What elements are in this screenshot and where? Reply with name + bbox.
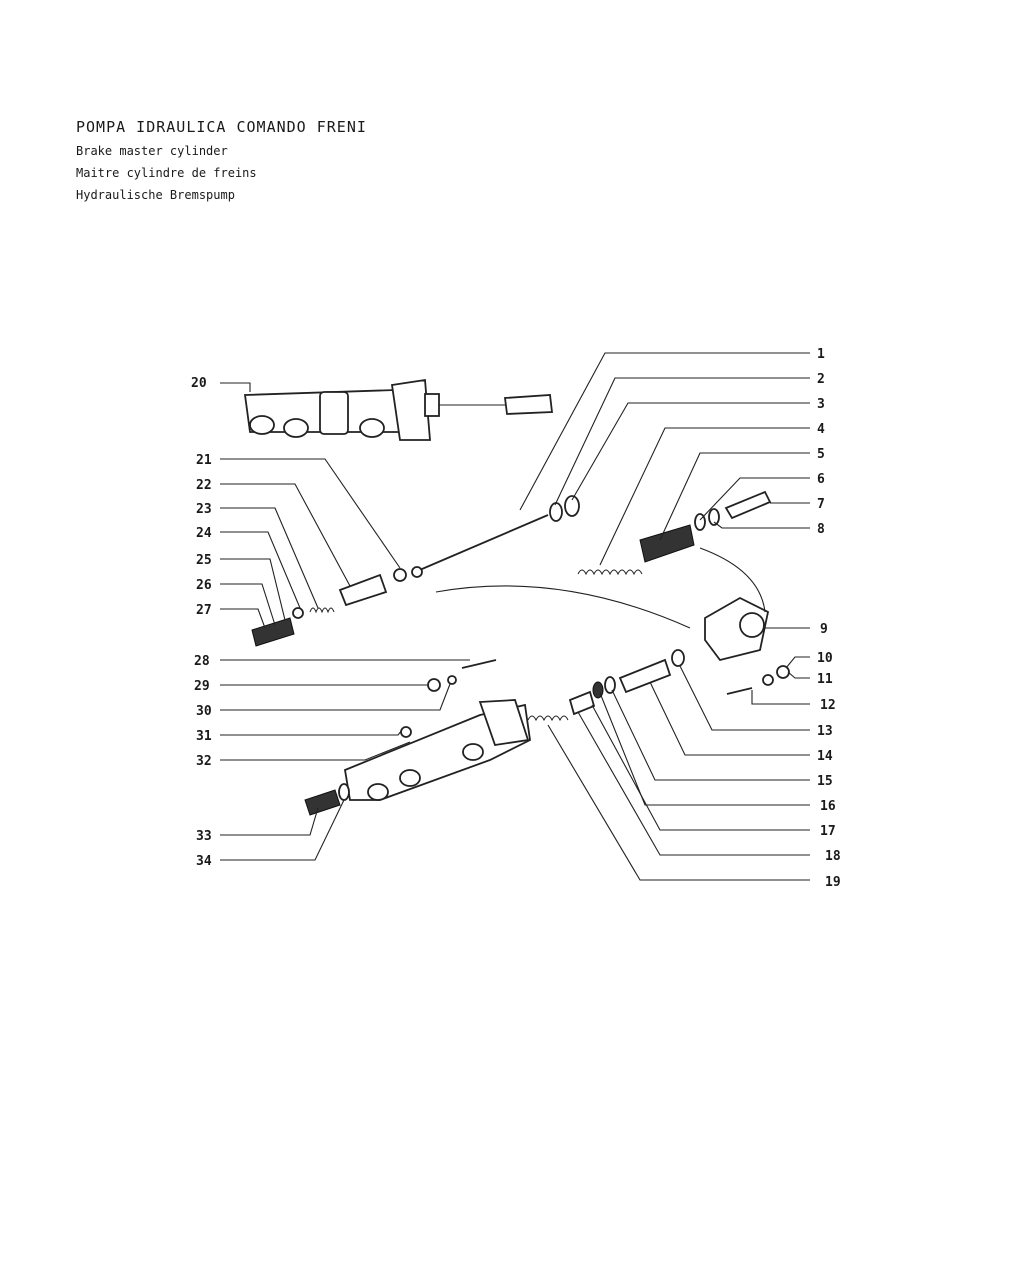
- label-34: 34: [196, 854, 212, 869]
- label-29: 29: [194, 679, 210, 694]
- label-4: 4: [817, 422, 825, 437]
- label-24: 24: [196, 526, 212, 541]
- label-19: 19: [825, 875, 841, 890]
- label-8: 8: [817, 522, 825, 537]
- label-5: 5: [817, 447, 825, 462]
- label-22: 22: [196, 478, 212, 493]
- label-25: 25: [196, 553, 212, 568]
- label-23: 23: [196, 502, 212, 517]
- label-31: 31: [196, 729, 212, 744]
- label-1: 1: [817, 347, 825, 362]
- subtitle-french: Maitre cylindre de freins: [76, 166, 257, 180]
- label-17: 17: [820, 824, 836, 839]
- part-number-labels: 1 2 3 4 5 6 7 8 9 10 11 12 13 14 15 16 1…: [191, 347, 841, 890]
- label-21: 21: [196, 453, 212, 468]
- push-rod-drawing: [414, 514, 549, 573]
- label-10: 10: [817, 651, 833, 666]
- label-33: 33: [196, 829, 212, 844]
- label-15: 15: [817, 774, 833, 789]
- label-13: 13: [817, 724, 833, 739]
- label-9: 9: [820, 622, 828, 637]
- assembled-cylinder-drawing: [243, 378, 554, 441]
- label-20: 20: [191, 376, 207, 391]
- label-30: 30: [196, 704, 212, 719]
- subtitle-german: Hydraulische Bremspump: [76, 188, 235, 202]
- label-32: 32: [196, 754, 212, 769]
- label-27: 27: [196, 603, 212, 618]
- diagram-title: POMPA IDRAULICA COMANDO FRENI: [76, 118, 367, 136]
- cylinder-body-drawing: [343, 699, 531, 801]
- label-26: 26: [196, 578, 212, 593]
- label-18: 18: [825, 849, 841, 864]
- label-28: 28: [194, 654, 210, 669]
- label-7: 7: [817, 497, 825, 512]
- label-6: 6: [817, 472, 825, 487]
- label-14: 14: [817, 749, 833, 764]
- label-16: 16: [820, 799, 836, 814]
- label-3: 3: [817, 397, 825, 412]
- label-2: 2: [817, 372, 825, 387]
- label-11: 11: [817, 672, 833, 687]
- subtitle-english: Brake master cylinder: [76, 144, 228, 158]
- label-12: 12: [820, 698, 836, 713]
